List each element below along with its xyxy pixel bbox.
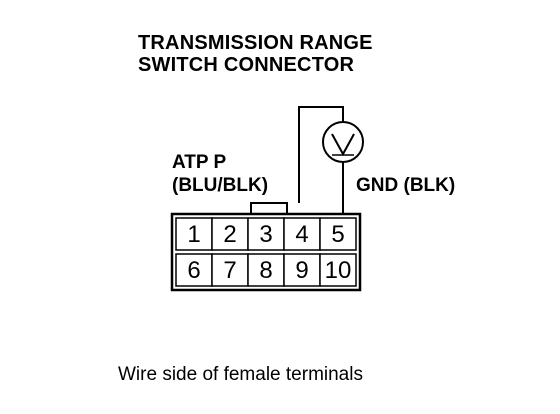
- terminal-number-6: 6: [187, 257, 200, 284]
- terminal-number-3: 3: [259, 221, 272, 248]
- terminal-number-1: 1: [187, 221, 200, 248]
- atp-wire-color-label: (BLU/BLK): [172, 175, 269, 196]
- terminal-number-7: 7: [223, 257, 236, 284]
- title-line-2: SWITCH CONNECTOR: [138, 54, 355, 76]
- terminal-number-8: 8: [259, 257, 272, 284]
- terminal-number-9: 9: [295, 257, 308, 284]
- terminal-number-4: 4: [295, 221, 308, 248]
- caption: Wire side of female terminals: [118, 364, 363, 385]
- terminal-number-5: 5: [331, 221, 344, 248]
- terminal-cell-8: [247, 253, 285, 287]
- gnd-label: GND (BLK): [356, 175, 456, 196]
- atp-p-label: ATP P: [172, 152, 227, 173]
- terminal-cell-5: [319, 217, 357, 251]
- terminal-cell-2: [211, 217, 249, 251]
- terminal-number-2: 2: [223, 221, 236, 248]
- voltmeter-icon: [322, 121, 364, 163]
- terminal-number-10: 10: [325, 257, 352, 284]
- test-leads: [298, 106, 344, 214]
- title-line-1: TRANSMISSION RANGE: [138, 32, 373, 54]
- lead-terminal-3: [298, 106, 344, 203]
- terminal-cell-6: [175, 253, 213, 287]
- terminal-cell-10: [319, 253, 357, 287]
